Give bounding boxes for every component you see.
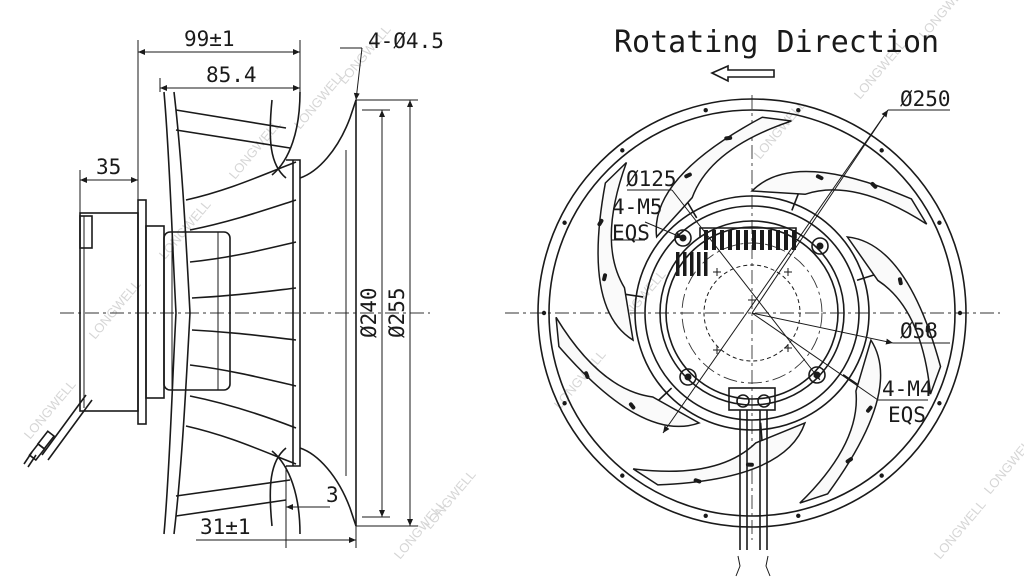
fin: [760, 230, 764, 250]
fin: [690, 252, 694, 276]
rivet: [879, 148, 884, 153]
balance-slot: [584, 371, 590, 379]
dim-motor-offset: 35: [96, 155, 121, 179]
rivet: [703, 108, 708, 113]
balance-slot: [925, 324, 930, 333]
dim-m5-eqs: EQS: [612, 221, 650, 245]
dim-impeller-diameter: Ø250: [900, 87, 951, 111]
hub-tab: [791, 193, 800, 211]
rivet: [541, 310, 547, 316]
fin: [736, 230, 740, 250]
fin: [676, 252, 680, 276]
hub-tab: [657, 387, 673, 401]
rivet: [620, 148, 625, 153]
dim-m5-holes: 4-M5: [612, 195, 663, 219]
fin: [683, 252, 687, 276]
watermark-text: LONGWELL: [931, 497, 989, 562]
balance-slot: [693, 478, 702, 484]
fin: [784, 230, 788, 250]
dim-inlet-diameter: Ø240: [357, 287, 381, 338]
hub-tab: [856, 274, 875, 282]
dim-m4-eqs: EQS: [888, 403, 926, 427]
rivet: [937, 220, 942, 225]
fin: [697, 252, 701, 276]
dim-hole-spec: 4-Ø4.5: [368, 29, 444, 53]
rivet: [957, 310, 963, 316]
blade: [632, 421, 807, 486]
fin: [752, 230, 756, 250]
impeller-side: [163, 91, 357, 535]
watermark-text: LONGWELL: [981, 432, 1024, 497]
rivet: [620, 473, 625, 478]
cable-gland: [79, 215, 93, 249]
cable: [23, 394, 93, 468]
rivet: [703, 513, 708, 518]
dim-bolt-circle: Ø125: [626, 167, 677, 191]
dim-overall-width: 99±1: [184, 27, 235, 51]
rivet: [562, 401, 567, 406]
fin: [768, 230, 772, 250]
dim-ring-thickness: 3: [326, 483, 339, 507]
balance-slot: [628, 402, 636, 410]
leader-m4: [751, 312, 879, 401]
m4-holes: [713, 268, 792, 354]
balance-slot: [597, 218, 604, 227]
watermark-text: LONGWELL: [86, 277, 144, 342]
dim-outer-diameter: Ø255: [385, 287, 409, 338]
outer-ring: [537, 98, 967, 528]
dim-hub-diameter: Ø58: [900, 319, 938, 343]
arrow-left-icon: [710, 64, 775, 83]
dim-m4-holes: 4-M4: [882, 377, 933, 401]
rivet: [937, 401, 942, 406]
dim-impeller-width: 85.4: [206, 63, 257, 87]
fin: [744, 230, 748, 250]
motor-rotor: [163, 231, 231, 391]
fin: [728, 230, 732, 250]
fin: [720, 230, 724, 250]
balance-slot: [745, 462, 754, 467]
watermark-layer: LONGWELL LONGWELL LONGWELL LONGWELL LONG…: [21, 0, 1024, 562]
hub-tab: [625, 293, 644, 298]
rivet: [879, 473, 884, 478]
balance-slot: [897, 277, 903, 286]
rivet: [796, 513, 801, 518]
rivet: [562, 220, 567, 225]
rivet: [796, 108, 801, 113]
rotating-direction-title: Rotating Direction: [614, 25, 939, 60]
fin: [776, 230, 780, 250]
fin: [704, 252, 708, 276]
blade: [597, 161, 635, 342]
front-view: Rotating Direction: [505, 25, 1000, 577]
watermark-text: LONGWELL: [421, 467, 479, 532]
balance-slot: [845, 457, 853, 464]
side-view: 99±1 85.4 35 4-Ø4.5 Ø240 Ø255 3 31±1: [23, 27, 444, 548]
cooling-fins: [676, 227, 797, 276]
balance-slot: [602, 273, 608, 282]
motor-flange: [137, 199, 147, 425]
dim-ring-offset: 31±1: [200, 515, 251, 539]
fin: [712, 230, 716, 250]
